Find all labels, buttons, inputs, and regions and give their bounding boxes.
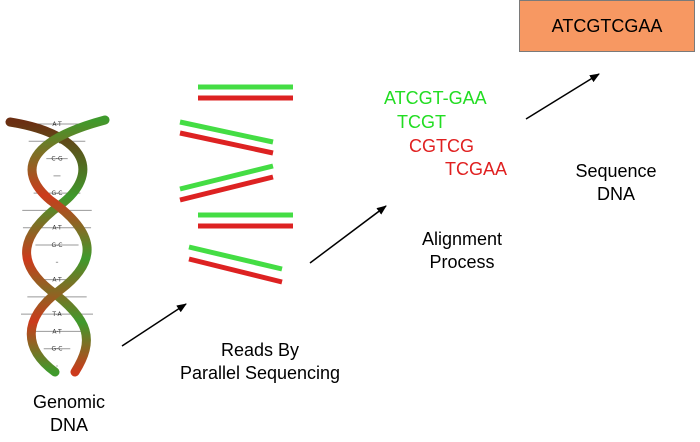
read-green-bar [179,119,274,145]
read-red-bar [179,174,274,203]
read-pair [198,84,293,101]
label-line: DNA [49,415,88,435]
label-line: Parallel Sequencing [179,363,341,383]
label-line: Alignment [421,229,503,249]
helix-base-pair-label: A-T [52,277,62,284]
label-alignment-process: Alignment Process [402,228,522,274]
label-line: Genomic [32,392,106,412]
arrow-alignment-to-sequence [525,73,600,120]
read-pair [198,212,293,229]
helix-strand-a [5,117,91,377]
label-line: Reads By [220,340,300,360]
helix-base-pair-label: A-T [52,121,62,128]
helix-base-pair-label: C-G [51,156,63,163]
helix-strand-b [26,115,110,377]
helix-base-pair-label: G-C [51,190,62,197]
label-line: DNA [596,184,635,204]
aligned-read-1: ATCGT-GAA [384,88,487,108]
aligned-read-3: CGTCG [409,136,474,156]
result-sequence-box: ATCGTCGAA [519,0,695,52]
label-line: Sequence [575,161,657,181]
label-reads-parallel-sequencing: Reads By Parallel Sequencing [160,339,360,385]
label-genomic-dna: Genomic DNA [14,391,124,437]
helix-base-pair-label: A-T [52,328,62,335]
helix-base-pair-label: G-C [51,242,62,249]
helix-base-pair-label: G-C [51,346,62,353]
label-line: Process [429,252,495,272]
read-pair [179,163,274,203]
read-pair [188,244,283,285]
helix-base-pair-label: A-T [52,225,62,232]
label-sequence-dna: Sequence DNA [556,160,676,206]
read-green-bar [179,163,274,192]
read-red-bar [188,256,283,285]
read-green-bar [188,244,283,272]
helix-base-pair-label: T-A [51,311,62,318]
read-red-bar [179,130,274,156]
aligned-read-4: TCGAA [445,159,508,179]
read-pair [179,119,274,156]
result-sequence-text: ATCGTCGAA [551,15,663,36]
arrow-genomic-to-reads [121,303,187,347]
aligned-read-2: TCGT [397,112,446,132]
arrow-reads-to-alignment [309,205,387,264]
